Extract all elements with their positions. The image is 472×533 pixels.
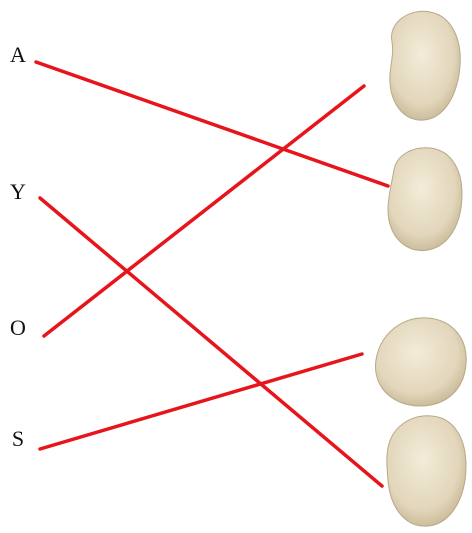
stone-icon bbox=[386, 415, 467, 527]
line-y-to-y bbox=[38, 196, 384, 488]
left-letter-o: O bbox=[10, 315, 26, 340]
stone-icon bbox=[389, 10, 461, 121]
stone-o: O bbox=[389, 10, 461, 121]
left-letter-y: Y bbox=[10, 179, 26, 204]
stone-a: A bbox=[387, 147, 463, 252]
line-s-to-s bbox=[38, 352, 364, 451]
left-letter-a: A bbox=[10, 42, 26, 67]
stone-s: S bbox=[375, 317, 467, 407]
line-a-to-a bbox=[34, 60, 390, 188]
stone-y: Y bbox=[386, 415, 467, 527]
stone-icon bbox=[375, 317, 467, 407]
left-letter-s: S bbox=[11, 426, 25, 451]
line-o-to-o bbox=[42, 84, 366, 338]
stone-icon bbox=[387, 147, 463, 252]
